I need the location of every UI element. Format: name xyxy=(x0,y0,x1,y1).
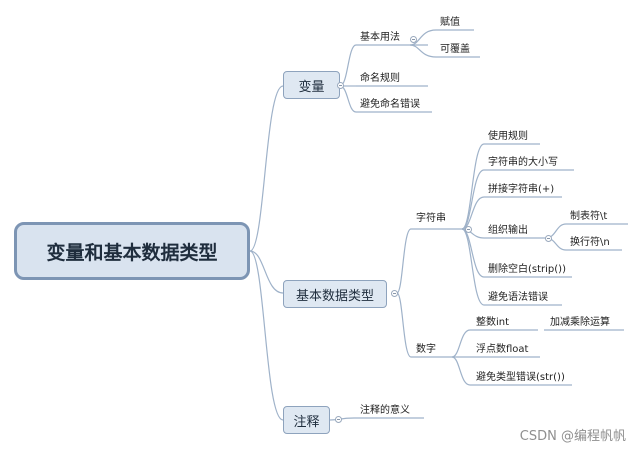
connector-variables-usage xyxy=(339,44,357,87)
branch-label-variables: 变量 xyxy=(298,79,325,95)
branch-label-basic-types: 基本数据类型 xyxy=(295,288,374,304)
root-label: 变量和基本数据类型 xyxy=(46,241,218,264)
node-assignment[interactable]: 赋值 xyxy=(440,17,460,28)
node-int[interactable]: 整数int xyxy=(476,317,510,328)
node-strings[interactable]: 字符串 xyxy=(416,213,446,224)
node-tab-char[interactable]: 制表符\t xyxy=(570,211,608,222)
node-string-methods[interactable]: 使用规则 xyxy=(488,131,528,142)
branch-node-comments[interactable]: 注释 xyxy=(283,406,330,434)
node-basic-usage[interactable]: 基本用法 xyxy=(360,32,400,43)
node-format-output[interactable]: 组织输出 xyxy=(488,225,528,236)
branch-node-variables[interactable]: 变量 xyxy=(283,71,340,99)
root-node[interactable]: 变量和基本数据类型 xyxy=(14,222,250,280)
collapse-toggle-icon[interactable] xyxy=(335,416,342,423)
branch-node-basic-types[interactable]: 基本数据类型 xyxy=(283,280,387,308)
node-int-ops[interactable]: 加减乘除运算 xyxy=(550,317,610,328)
connector-root-variables xyxy=(249,85,284,252)
collapse-toggle-icon[interactable] xyxy=(391,290,398,297)
node-strip[interactable]: 删除空白(strip()) xyxy=(488,264,566,275)
branch-label-comments: 注释 xyxy=(293,414,320,430)
collapse-toggle-icon[interactable] xyxy=(337,82,344,89)
node-overwrite[interactable]: 可覆盖 xyxy=(440,44,470,55)
node-newline-char[interactable]: 换行符\n xyxy=(570,237,610,248)
connector-root-comments xyxy=(249,250,284,421)
watermark: CSDN @编程帆帆 xyxy=(519,429,626,444)
connector-root-types xyxy=(249,250,284,294)
collapse-toggle-icon[interactable] xyxy=(410,36,417,43)
node-avoid-syntax-errors[interactable]: 避免语法错误 xyxy=(488,292,548,303)
collapse-toggle-icon[interactable] xyxy=(545,235,552,242)
connector-types-numbers xyxy=(396,292,412,358)
node-naming-rules[interactable]: 命名规则 xyxy=(360,73,400,84)
node-avoid-naming-errors[interactable]: 避免命名错误 xyxy=(360,99,420,110)
connector-variables-avoid xyxy=(339,85,357,113)
connector-types-strings xyxy=(396,228,412,294)
node-string-concat[interactable]: 拼接字符串(+) xyxy=(488,184,555,195)
node-avoid-type-errors[interactable]: 避免类型错误(str()) xyxy=(476,372,565,383)
node-float[interactable]: 浮点数float xyxy=(476,344,529,355)
node-string-case[interactable]: 字符串的大小写 xyxy=(488,157,558,168)
collapse-toggle-icon[interactable] xyxy=(465,226,472,233)
node-numbers[interactable]: 数字 xyxy=(416,344,436,355)
node-comment-meaning[interactable]: 注释的意义 xyxy=(360,405,410,416)
